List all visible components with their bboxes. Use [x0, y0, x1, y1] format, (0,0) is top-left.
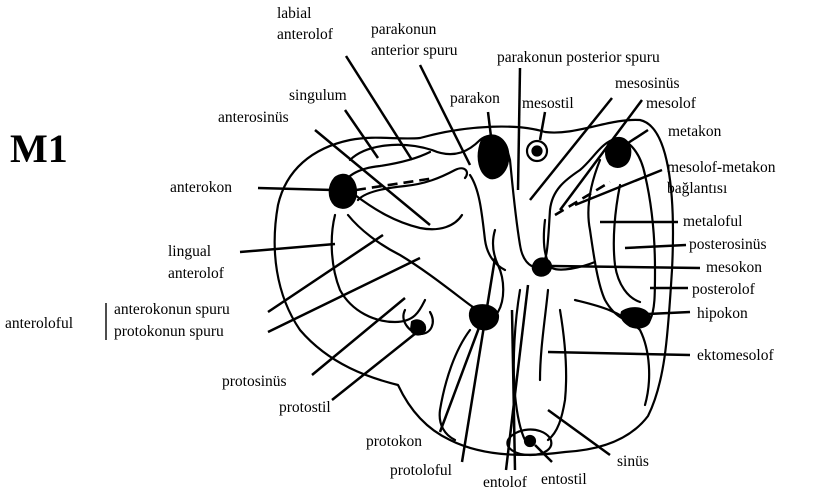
label-hipokon: hipokon: [697, 305, 748, 322]
anterocone-spur: [355, 195, 462, 229]
leader-lingual-anterolof: [240, 244, 335, 252]
leader-sinus: [548, 410, 610, 455]
label-singulum: singulum: [289, 87, 347, 104]
label-protokonun-spuru: protokonun spuru: [114, 323, 224, 340]
metaloph: [588, 160, 645, 323]
mesoloph-lower: [540, 290, 548, 380]
label-parakon: parakon: [450, 90, 500, 107]
leader-labial-anterolof: [346, 56, 412, 160]
mesolof-metakon-dash: [555, 182, 610, 215]
label-sinus: sinüs: [617, 453, 649, 470]
label-anteroloful: anteroloful: [5, 315, 73, 332]
mesosinus-wall: [544, 220, 595, 270]
label-mesolof-metakon-line1: mesolof-metakon: [667, 159, 776, 176]
label-entostil: entostil: [541, 471, 587, 488]
paracone-basin: [470, 175, 505, 270]
label-anterosinus: anterosinüs: [218, 109, 289, 126]
label-mesostil: mesostil: [522, 95, 574, 112]
posterosinus-inner: [614, 185, 640, 302]
leader-mesostil: [540, 112, 545, 140]
label-mesolof: mesolof: [646, 95, 697, 112]
label-metakon: metakon: [668, 123, 722, 140]
label-lingual-anterolof-line2: anterolof: [168, 265, 225, 282]
label-parakonun-anterior-line1: parakonun: [371, 21, 437, 38]
parakon-cusp: [479, 136, 509, 179]
leader-metakon: [628, 130, 648, 143]
figure-title: M1: [10, 126, 68, 171]
label-parakonun-anterior-line2: anterior spuru: [371, 42, 458, 59]
anterocon-cusp: [330, 175, 356, 208]
leader-ektomesolof: [548, 352, 690, 355]
leader-hipokon: [648, 312, 690, 314]
labels: labial anterolof parakonun anterior spur…: [5, 5, 776, 491]
crown-outline: [275, 120, 673, 455]
label-entolof: entolof: [483, 474, 528, 491]
lingual-wall: [332, 215, 425, 322]
label-parakonun-posterior: parakonun posterior spuru: [497, 49, 660, 66]
leader-parakonun-posterior: [518, 68, 520, 190]
entostil-core: [525, 436, 535, 446]
leader-anterokon: [258, 188, 333, 190]
label-posterolof: posterolof: [692, 281, 756, 298]
tooth-crown: [275, 120, 673, 455]
label-mesokon: mesokon: [706, 259, 762, 276]
leader-parakonun-anterior: [420, 65, 470, 165]
label-anterokonun-spuru: anterokonun spuru: [114, 301, 230, 318]
protostil-cusp: [411, 320, 425, 334]
leader-posterosinus: [625, 245, 686, 248]
label-labial-anterolof-line2: anterolof: [277, 26, 334, 43]
mesokon-cusp: [533, 259, 551, 276]
label-labial-anterolof-line1: labial: [277, 5, 311, 22]
label-ektomesolof: ektomesolof: [697, 347, 774, 364]
label-protoloful: protoloful: [390, 462, 452, 479]
anterior-fold-inner: [358, 168, 467, 200]
label-mesosinus: mesosinüs: [615, 75, 680, 92]
hipokon-cusp: [621, 308, 650, 327]
label-anterokon: anterokon: [170, 179, 232, 196]
label-lingual-anterolof-line1: lingual: [168, 243, 211, 260]
label-mesolof-metakon-line2: bağlantısı: [667, 180, 728, 197]
leader-anterosinus: [315, 130, 430, 225]
label-protostil: protostil: [279, 399, 331, 416]
label-metaloful: metaloful: [683, 213, 742, 230]
label-posterosinus: posterosinüs: [689, 236, 767, 253]
mesostil-core: [533, 147, 542, 156]
label-protosinus: protosinüs: [222, 373, 287, 390]
label-protokon: protokon: [366, 433, 422, 450]
leader-anterokonun-spuru: [268, 235, 383, 312]
